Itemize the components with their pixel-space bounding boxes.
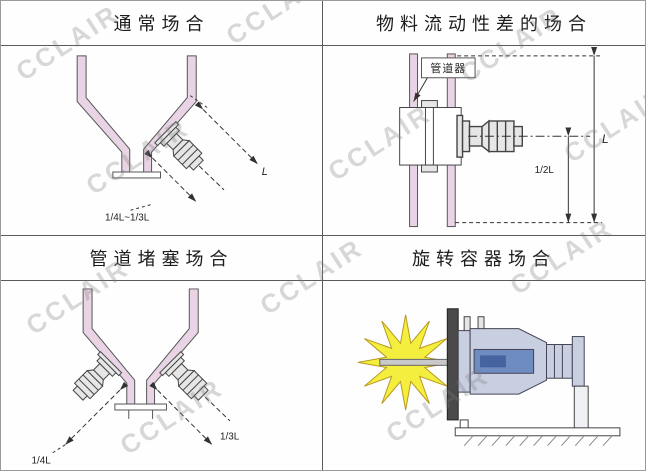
diagram-rotating-case [323,281,645,471]
dimension-lines [51,381,231,454]
dimension-lines [455,46,603,224]
diagram-blockage-case: 1/4L 1/3L [1,281,322,471]
panel-title-blockage: 管道堵塞场合 [1,236,322,281]
ground-hatching [463,434,613,446]
knocker-device [457,315,585,395]
container-wall-plate [446,307,459,420]
dim-label-third: 1/3L [220,431,240,442]
support-stand [454,385,621,446]
dim-label-quarter: 1/4L [32,455,52,466]
pipe-callout: 管道器 [413,57,476,102]
dim-label-range: 1/4L~1/3L [105,213,150,224]
dim-label-length: L [262,166,268,178]
device-end-flange [571,335,585,387]
diagram-poor-flow-case: 管道器 1/2L L [323,46,645,235]
striker-rod [379,358,452,366]
dim-label-half: 1/2L [535,165,555,176]
hopper-outlet-flange [114,403,167,410]
device-mount-flange [457,329,471,393]
device-rear-barrel [546,343,573,379]
dimension-lines [128,95,259,212]
panel-rotating-case: 旋转容器场合 [323,236,645,471]
panel-title-rotating: 旋转容器场合 [323,236,645,281]
panel-blockage-case: 管道堵塞场合 [1,235,323,471]
hopper-left-wall [76,55,131,173]
panel-title-normal: 通常场合 [1,1,322,46]
clamp-bracket [399,100,462,173]
panel-normal-case: 通常场合 [1,1,323,236]
dim-label-length: L [602,132,609,146]
hopper-outlet-flange [112,171,162,179]
callout-label-pipe: 管道器 [430,61,466,75]
panel-title-poor-flow: 物料流动性差的场合 [323,1,645,46]
device-piston-core [480,354,506,367]
diagram-normal-case: 1/4L~1/3L L [1,46,322,235]
panel-poor-flow-case: 物料流动性差的场合 [323,1,645,236]
